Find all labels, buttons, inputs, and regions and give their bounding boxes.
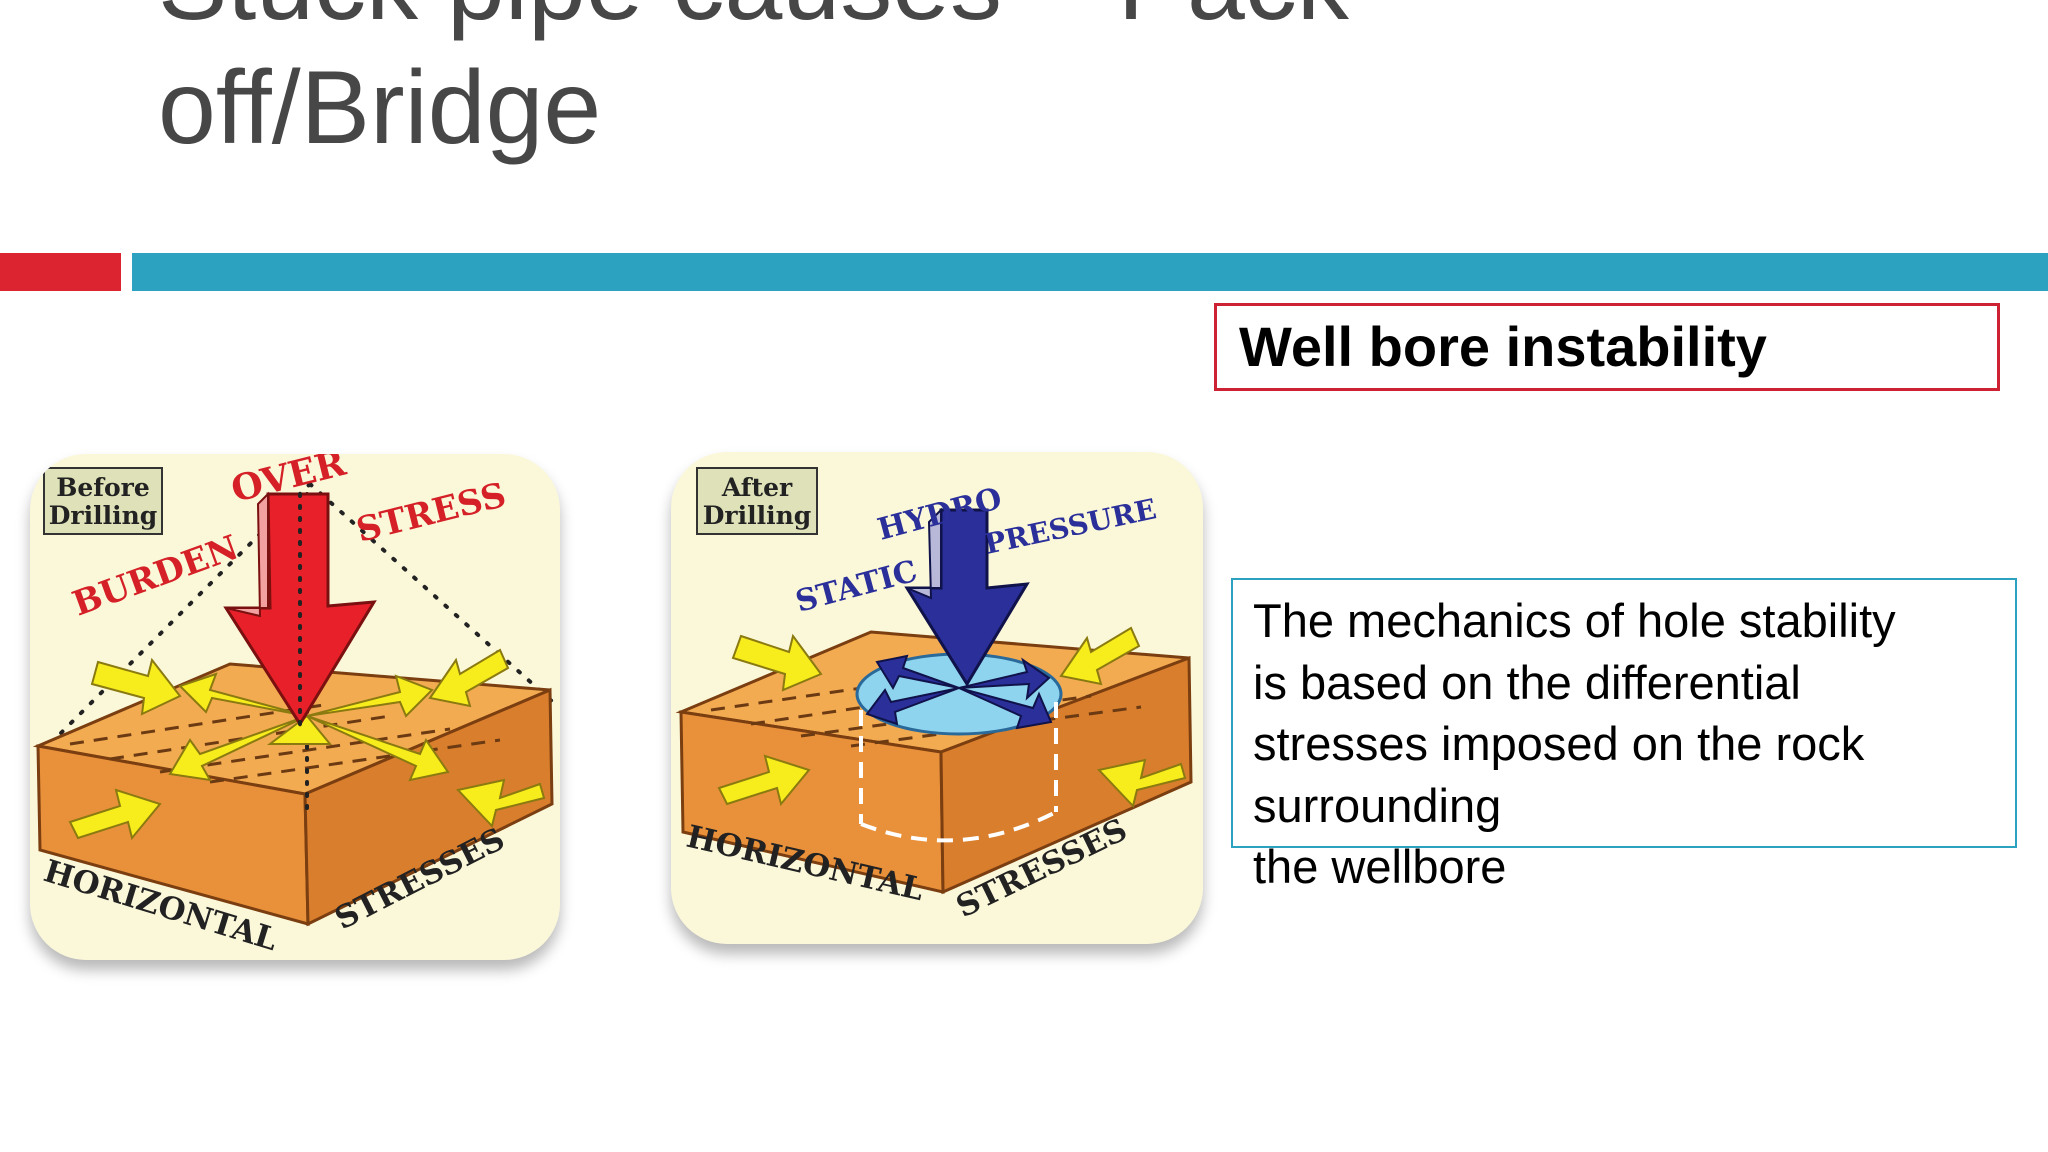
description-line-1: The mechanics of hole stability xyxy=(1253,594,1896,647)
after-tag-line-2: Drilling xyxy=(703,501,812,530)
label-burden: BURDEN xyxy=(67,528,243,625)
description-line-4: surrounding xyxy=(1253,778,1502,832)
before-tag-line-2: Drilling xyxy=(49,501,158,530)
heading-text: Well bore instability xyxy=(1239,315,1767,378)
description-line-2: is based on the differential xyxy=(1253,655,1801,709)
after-drilling-figure: After Drilling HYDRO STATIC PRESSURE HOR… xyxy=(671,452,1203,944)
heading-box: Well bore instability xyxy=(1214,303,2000,391)
label-pressure: PRESSURE xyxy=(982,492,1160,561)
label-static: STATIC xyxy=(792,554,921,620)
description-text: The mechanics of hole stability is based… xyxy=(1253,590,2013,898)
before-tag-line-1: Before xyxy=(56,473,150,502)
after-drilling-diagram: After Drilling HYDRO STATIC PRESSURE HOR… xyxy=(675,467,1193,925)
accent-bar-red xyxy=(0,253,121,291)
description-frame xyxy=(1231,578,2017,848)
slide-title-line-1: Stuck pipe causes – Pack xyxy=(158,0,1958,46)
description-line-3: stresses imposed on the rock xyxy=(1253,717,1865,770)
slide-title-line-2: off/Bridge xyxy=(158,50,602,166)
description-line-5: the wellbore xyxy=(1253,840,1507,893)
label-stress: STRESS xyxy=(353,475,511,551)
before-drilling-diagram: Before Drilling OVER BURDEN STRESS HORIZ… xyxy=(32,454,557,958)
slide-title: Stuck pipe causes – Pack off/Bridge xyxy=(158,0,1958,170)
after-tag-line-1: After xyxy=(721,473,793,502)
accent-bar-blue xyxy=(132,253,2048,291)
before-drilling-figure: Before Drilling OVER BURDEN STRESS HORIZ… xyxy=(30,454,560,960)
